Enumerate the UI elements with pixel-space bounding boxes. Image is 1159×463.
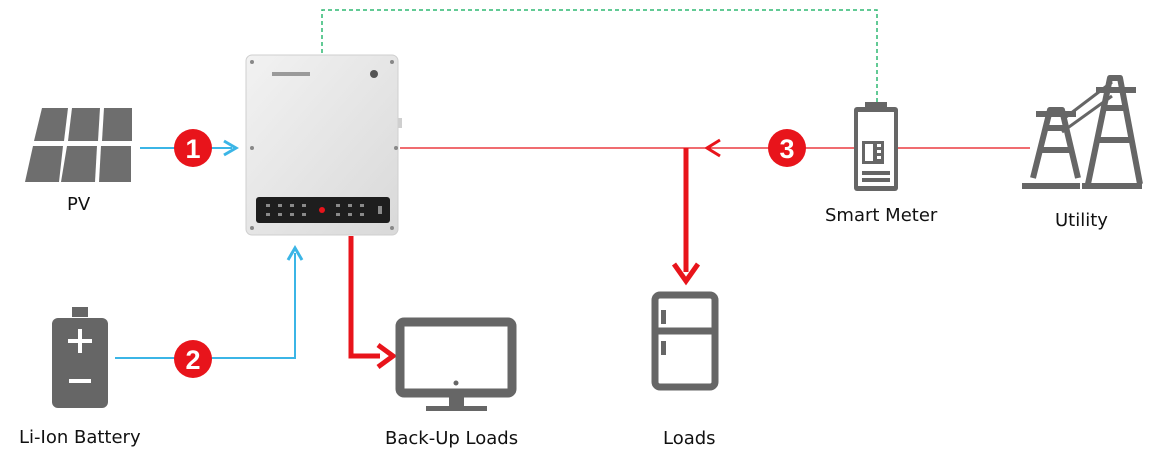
step-badge-2-number: 2 <box>185 345 200 375</box>
step-badge-3: 3 <box>768 129 806 167</box>
label-loads: Loads <box>663 428 716 449</box>
smart-meter-icon <box>854 102 898 191</box>
step-badge-2: 2 <box>174 340 212 378</box>
refrigerator-icon <box>651 291 719 391</box>
label-battery: Li-Ion Battery <box>19 427 141 448</box>
backup-power-line <box>348 236 398 370</box>
battery-icon <box>52 307 108 408</box>
hybrid-inverter-icon <box>245 54 402 236</box>
label-backup-loads: Back-Up Loads <box>385 428 519 449</box>
label-pv: PV <box>67 194 91 215</box>
power-pylon-icon <box>1022 75 1143 189</box>
label-smart-meter: Smart Meter <box>825 205 938 226</box>
step-badge-1: 1 <box>174 129 212 167</box>
monitor-icon <box>395 317 517 411</box>
communication-line <box>321 9 878 102</box>
battery-dc-line <box>115 245 304 359</box>
step-badge-1-number: 1 <box>185 134 200 164</box>
solar-panel-icon <box>25 108 132 182</box>
grid-flow-arrow <box>704 138 721 158</box>
loads-power-line <box>671 148 701 286</box>
step-badge-3-number: 3 <box>779 134 794 164</box>
label-utility: Utility <box>1055 210 1108 231</box>
